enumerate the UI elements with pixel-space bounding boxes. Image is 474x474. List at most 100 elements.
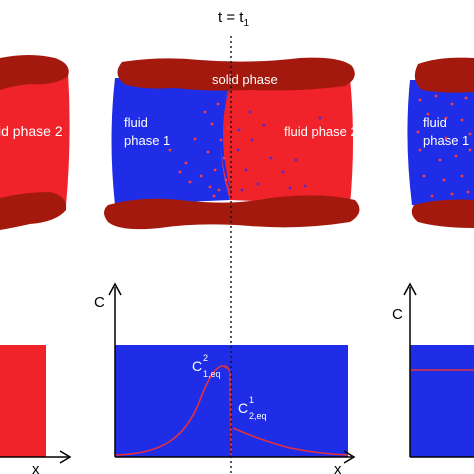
interface-blue-bulge [220, 80, 232, 196]
c2eq-base: C [238, 400, 248, 416]
particle-dot [416, 130, 420, 134]
c1eq-label: C 2 1,eq [192, 348, 221, 379]
solid-phase-top [117, 57, 355, 91]
particle-dot [222, 156, 226, 160]
particle-dot [217, 188, 221, 192]
x-axis-label: x [334, 461, 342, 474]
particle-dot [422, 174, 426, 178]
particle-dot [426, 112, 430, 116]
particle-dot [434, 94, 438, 98]
y-axis-arrow [108, 282, 122, 296]
particle-dot [212, 194, 216, 198]
right-y-axis-arrow [403, 282, 417, 296]
left-plot-fluid-2-block [0, 345, 46, 457]
particle-dot [224, 178, 228, 182]
particle-dot [262, 123, 266, 127]
left-fluid-phase-2-region [0, 72, 70, 210]
center-pore-diagram: solid phase fluid phase 1 fluid phase 2 [104, 57, 360, 230]
particle-dot [236, 148, 240, 152]
particle-dot [444, 136, 448, 140]
particle-dot [418, 148, 422, 152]
particle-dot [219, 138, 223, 142]
particle-dot [256, 182, 260, 186]
particle-dot [244, 168, 248, 172]
right-solid-bottom [411, 199, 474, 228]
particle-dot [460, 118, 464, 122]
time-label-subscript: 1 [243, 18, 249, 29]
left-solid-top [0, 55, 69, 90]
right-y-axis-label: C [392, 306, 403, 323]
particle-dot [444, 116, 448, 120]
center-concentration-plot: C x C 2 1,eq C 1 2,eq [94, 282, 356, 474]
x-axis-arrow [343, 450, 356, 464]
particle-dot [210, 122, 214, 126]
particle-dot [206, 150, 210, 154]
particle-dot [203, 110, 207, 114]
center-dots-red [168, 102, 230, 198]
particle-dot [226, 126, 230, 130]
particle-dot [213, 168, 217, 172]
concentration-curve-phase-2 [232, 427, 349, 456]
particle-dot [248, 110, 252, 114]
particle-dot [240, 188, 244, 192]
particle-dot [468, 132, 472, 136]
particle-dot [269, 156, 273, 160]
particle-dot [250, 138, 254, 142]
particle-dot [468, 148, 472, 152]
particle-dot [418, 98, 422, 102]
particle-dot [208, 185, 212, 189]
particle-dot [188, 180, 192, 184]
fluid-phase-1-region [111, 78, 232, 205]
particle-dot [466, 190, 470, 194]
particle-dot [281, 170, 285, 174]
right-pore-diagram: fluid phase 1 [407, 57, 474, 228]
c1eq-marker [224, 365, 228, 369]
c2eq-label: C 1 2,eq [238, 390, 267, 421]
right-concentration-plot: C [392, 282, 474, 458]
fluid-phase-2-region [220, 78, 353, 205]
fluid-phase-1-label-line1: fluid [124, 115, 148, 130]
c2eq-sup: 1 [249, 395, 254, 405]
particle-dot [168, 148, 172, 152]
right-fluid-phase-1-label-line1: fluid [423, 115, 447, 130]
left-solid-bottom [0, 192, 67, 230]
fluid-phase-1-label-line2: phase 1 [124, 133, 170, 148]
left-concentration-plot: x [0, 345, 72, 474]
solid-phase-bottom [104, 195, 360, 230]
right-plot-fluid-1-block [410, 345, 474, 457]
left-x-axis-arrow [59, 450, 72, 464]
left-x-axis-label: x [32, 461, 40, 474]
particle-dot [294, 158, 298, 162]
particle-dot [464, 96, 468, 100]
fluid-phase-2-label: fluid phase 2 [284, 124, 358, 139]
right-fluid-phase-1-label-line2: phase 1 [423, 133, 469, 148]
particle-dot [216, 102, 220, 106]
particle-dot [184, 161, 188, 165]
particle-dot [442, 178, 446, 182]
particle-dot [460, 174, 464, 178]
right-dots-red [416, 94, 472, 198]
time-label-prefix: t = t [218, 9, 244, 26]
particle-dot [288, 186, 292, 190]
right-fluid-phase-1-region [407, 80, 474, 205]
left-fluid-phase-2-label: id phase 2 [0, 123, 63, 139]
time-label: t = t1 [218, 9, 249, 29]
particle-dot [178, 170, 182, 174]
c1eq-sub: 1,eq [203, 369, 221, 379]
particle-dot [303, 184, 307, 188]
c2eq-sub: 2,eq [249, 411, 267, 421]
right-solid-top [414, 57, 474, 93]
particle-dot [237, 128, 241, 132]
particle-dot [318, 116, 322, 120]
c1eq-sup: 2 [203, 353, 208, 363]
plot-fluid-phase-1-block [115, 345, 232, 457]
center-dots-blue [236, 110, 322, 192]
particle-dot [438, 158, 442, 162]
particle-dot [450, 102, 454, 106]
solid-phase-label: solid phase [212, 72, 278, 87]
plot-fluid-phase-2-block [232, 345, 348, 457]
c1eq-base: C [192, 358, 202, 374]
concentration-curve-phase-1 [114, 365, 232, 456]
particle-dot [199, 174, 203, 178]
